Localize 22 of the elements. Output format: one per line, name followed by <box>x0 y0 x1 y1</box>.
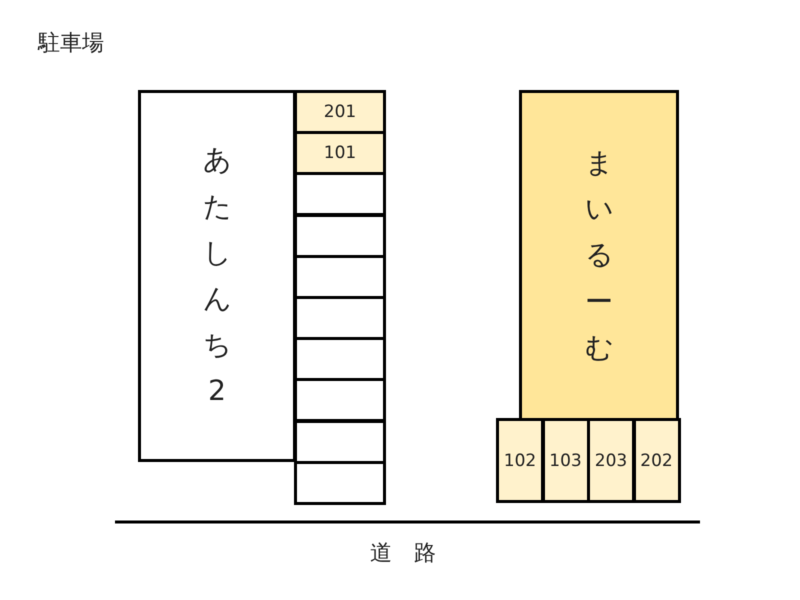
building-name: あたしんち2 <box>203 142 231 410</box>
parking-space <box>294 378 386 422</box>
road-label: 道 路 <box>370 540 436 568</box>
room-number: 102 <box>504 450 536 470</box>
title: 駐車場 <box>38 30 104 58</box>
room-number: 103 <box>549 450 582 470</box>
parking-space <box>294 214 386 258</box>
building-block <box>519 90 679 421</box>
room-number: 101 <box>324 143 356 164</box>
room-number: 202 <box>640 450 673 470</box>
building-name: まいるーむ <box>585 145 613 366</box>
building-block <box>138 90 296 462</box>
parking-space <box>542 418 590 503</box>
room-number: 203 <box>594 450 628 470</box>
parking-space <box>632 418 680 503</box>
room-number: 201 <box>324 102 356 122</box>
parking-space <box>294 420 386 464</box>
parking-space <box>496 418 544 503</box>
parking-space <box>294 90 386 134</box>
parking-space <box>294 172 386 216</box>
parking-space <box>587 418 635 503</box>
parking-space <box>294 296 386 340</box>
